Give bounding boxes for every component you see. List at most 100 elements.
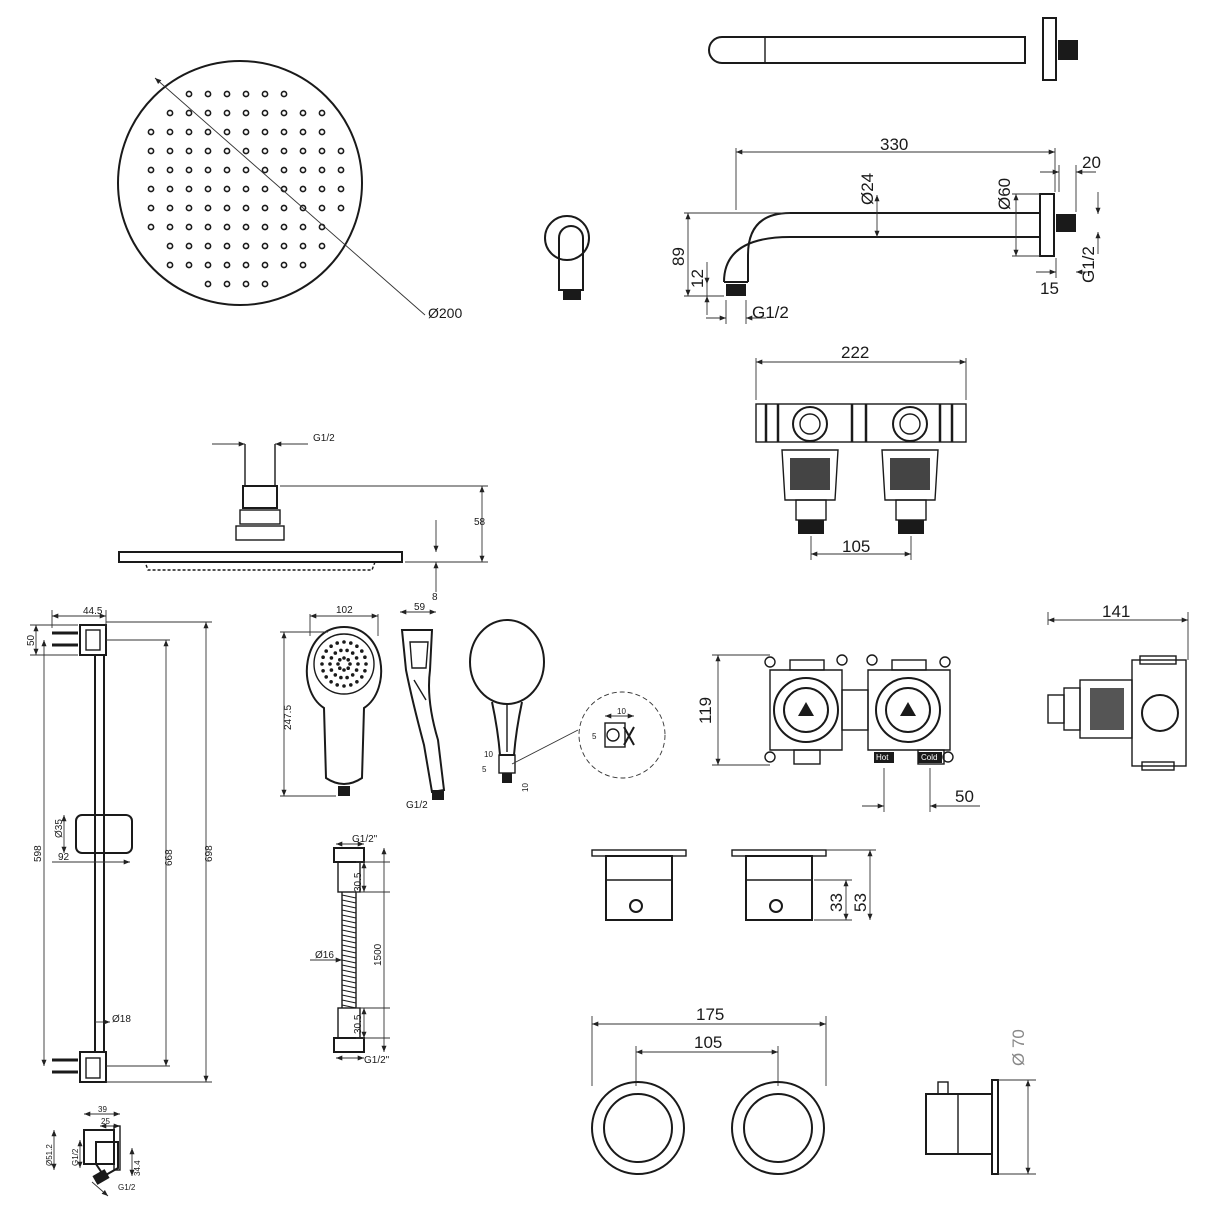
diverter-width-label: 141: [1102, 602, 1130, 621]
spray-dot: [348, 662, 352, 666]
spray-dot: [356, 662, 360, 666]
nozzle: [185, 223, 193, 231]
nozzle: [318, 109, 326, 117]
spray-dot: [354, 668, 359, 672]
hose-rib: [341, 989, 357, 994]
nozzle: [204, 204, 212, 212]
arm-length-label: 330: [880, 135, 908, 154]
rail-bracket-label: 44.5: [83, 606, 103, 617]
inlet-spacing-label: 50: [955, 787, 974, 806]
nozzle: [280, 223, 288, 231]
nozzle: [242, 109, 250, 117]
valve-top-view: 222 105: [755, 343, 967, 560]
hose-rib: [341, 964, 357, 969]
hose-rib: [341, 894, 357, 899]
arm-inlet-thread-label: G1/2: [752, 303, 789, 322]
hose-rib: [341, 969, 357, 974]
nozzle: [261, 204, 269, 212]
valve-top-width-label: 222: [841, 343, 869, 362]
nozzle: [147, 166, 155, 174]
spray-dot: [324, 649, 329, 653]
diverter-outlet-side: Ø 70: [925, 1029, 1036, 1175]
nozzle: [261, 147, 269, 155]
wall-elbow: [544, 215, 590, 300]
arm-flange-diameter-label: Ø60: [995, 178, 1014, 210]
nozzle: [204, 242, 212, 250]
nozzle: [204, 147, 212, 155]
detail-dim-4: 10: [617, 707, 626, 716]
spray-dot: [342, 684, 346, 688]
nozzle: [280, 242, 288, 250]
nozzle: [185, 166, 193, 174]
nozzle: [166, 261, 174, 269]
nozzle: [185, 204, 193, 212]
spray-dot: [335, 683, 340, 687]
outlet-height-label: 34.4: [133, 1160, 142, 1176]
hose-rib: [341, 924, 357, 929]
spray-dot: [321, 669, 325, 673]
nozzle: [223, 280, 231, 288]
nozzle: [299, 166, 307, 174]
nozzle: [223, 204, 231, 212]
hose-end-top-label: G1/2": [352, 834, 378, 845]
rain-head-top-view: Ø200: [117, 60, 462, 321]
arm-flange-depth-label: 20: [1082, 153, 1101, 172]
hose-end-bottom-label: G1/2": [364, 1055, 390, 1066]
cold-label: Cold: [921, 753, 937, 762]
hose-diameter-label: Ø16: [315, 950, 334, 961]
nozzle: [185, 185, 193, 193]
hand-shower-back: 10 5 10 10 5: [469, 619, 666, 792]
nozzle: [242, 185, 250, 193]
nozzle: [204, 261, 212, 269]
nozzle: [318, 147, 326, 155]
spray-dot: [342, 668, 346, 672]
spray-dot: [329, 680, 333, 684]
nozzle: [280, 109, 288, 117]
hose-rib: [341, 914, 357, 919]
hose-ribs: [341, 894, 357, 1009]
rail-inner-height-label: 668: [164, 849, 175, 866]
nozzle: [223, 261, 231, 269]
valve-front-view: 119 Hot Cold 50: [696, 654, 980, 812]
rail-rod-diameter-label: Ø18: [112, 1014, 131, 1025]
nozzle: [185, 109, 193, 117]
spray-dot: [342, 656, 346, 660]
nozzle: [299, 204, 307, 212]
nozzle: [337, 204, 345, 212]
hose-ferrule-bottom-label: 30.5: [353, 1014, 364, 1034]
spray-dot: [324, 675, 329, 679]
spray-dot: [338, 666, 342, 670]
shower-arm-side-view: 330 Ø24 Ø60 89 12 G1/2 20 15: [669, 135, 1101, 324]
arm-tube-diameter-label: Ø24: [858, 173, 877, 205]
plate-diameter-label: Ø 70: [1009, 1029, 1028, 1066]
nozzle: [299, 128, 307, 136]
nozzle: [204, 109, 212, 117]
spray-dot: [345, 648, 349, 653]
wall-outlet-elbow: 39 25 Ø51.2 G1/2 34.4 G1/2: [45, 1105, 142, 1197]
rail-slider-offset-label: 92: [58, 852, 70, 863]
nozzle: [261, 242, 269, 250]
spray-dot: [333, 651, 338, 655]
detail-dim-3: 10: [521, 783, 530, 792]
nozzle: [280, 128, 288, 136]
spray-dot: [346, 666, 351, 670]
outlet-inlet-label: G1/2: [118, 1183, 136, 1192]
nozzle: [242, 261, 250, 269]
nozzle: [318, 166, 326, 174]
hose-rib: [341, 904, 357, 909]
outlet-width-label: 39: [98, 1105, 107, 1114]
outlet-thread-label: G1/2: [71, 1148, 80, 1166]
spray-dot: [320, 662, 324, 666]
nozzle: [223, 109, 231, 117]
nozzle: [261, 109, 269, 117]
shower-arm-top-view: [708, 17, 1078, 81]
nozzle: [242, 147, 250, 155]
nozzle: [147, 147, 155, 155]
spray-dot: [342, 640, 346, 644]
nozzle: [242, 280, 250, 288]
handset-spray-pattern: [320, 640, 368, 688]
nozzle: [166, 109, 174, 117]
hose-rib: [341, 949, 357, 954]
hose-rib: [341, 994, 357, 999]
nozzle: [261, 185, 269, 193]
